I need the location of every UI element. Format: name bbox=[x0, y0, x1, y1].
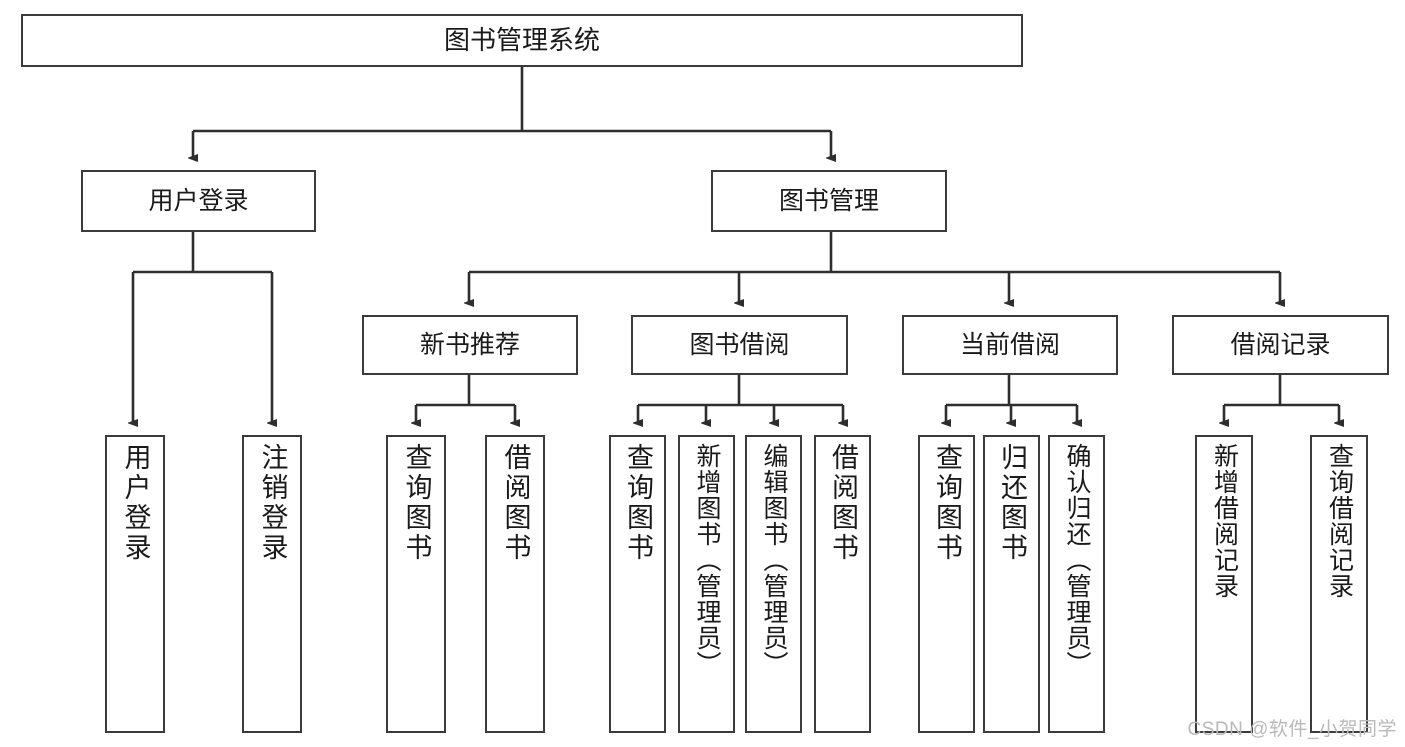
node-leaf-query-borrow-record[interactable]: 查询借阅记录 bbox=[1310, 435, 1368, 733]
node-leaf-add-borrow-record[interactable]: 新增借阅记录 bbox=[1195, 435, 1253, 733]
node-label: 用户登录 bbox=[148, 187, 249, 215]
node-leaf-query-book-recommend[interactable]: 查询图书 bbox=[386, 435, 446, 733]
node-leaf-logout[interactable]: 注销登录 bbox=[242, 435, 302, 733]
node-label: 注销登录 bbox=[257, 443, 288, 563]
watermark-text: CSDN @软件_小贺同学 bbox=[1187, 719, 1397, 740]
node-label: 图书借阅 bbox=[689, 331, 790, 359]
node-label: 查询图书 bbox=[623, 443, 653, 563]
node-label: 新增图书（管理员） bbox=[693, 443, 721, 677]
node-label: 图书管理系统 bbox=[443, 24, 600, 55]
node-label: 当前借阅 bbox=[959, 331, 1060, 359]
node-book-management[interactable]: 图书管理 bbox=[711, 170, 947, 232]
node-user-login[interactable]: 用户登录 bbox=[81, 170, 316, 232]
node-label: 新增借阅记录 bbox=[1210, 443, 1239, 599]
node-leaf-return-book[interactable]: 归还图书 bbox=[983, 435, 1040, 733]
node-label: 归还图书 bbox=[997, 443, 1027, 563]
node-label: 借阅图书 bbox=[828, 443, 858, 563]
node-label: 查询借阅记录 bbox=[1325, 443, 1354, 599]
node-label: 编辑图书（管理员） bbox=[760, 443, 788, 677]
node-leaf-user-login[interactable]: 用户登录 bbox=[105, 435, 165, 733]
node-leaf-borrow-book-recommend[interactable]: 借阅图书 bbox=[485, 435, 545, 733]
node-leaf-borrow-book[interactable]: 借阅图书 bbox=[814, 435, 871, 733]
node-label: 确认归还（管理员） bbox=[1063, 443, 1091, 677]
node-label: 新书推荐 bbox=[419, 331, 520, 359]
node-book-borrow[interactable]: 图书借阅 bbox=[631, 315, 848, 375]
node-leaf-edit-book-admin[interactable]: 编辑图书（管理员） bbox=[745, 435, 802, 733]
node-leaf-confirm-return-admin[interactable]: 确认归还（管理员） bbox=[1048, 435, 1105, 733]
node-leaf-query-book-current[interactable]: 查询图书 bbox=[918, 435, 975, 733]
node-label: 查询图书 bbox=[401, 443, 432, 563]
node-label: 借阅记录 bbox=[1230, 331, 1331, 359]
node-leaf-query-book-borrow[interactable]: 查询图书 bbox=[609, 435, 666, 733]
node-label: 用户登录 bbox=[120, 443, 151, 563]
node-label: 借阅图书 bbox=[500, 443, 531, 563]
node-root-system[interactable]: 图书管理系统 bbox=[21, 14, 1023, 67]
node-new-book-recommend[interactable]: 新书推荐 bbox=[362, 315, 578, 375]
node-current-borrow[interactable]: 当前借阅 bbox=[902, 315, 1118, 375]
node-borrow-record[interactable]: 借阅记录 bbox=[1172, 315, 1389, 375]
node-label: 图书管理 bbox=[778, 187, 879, 215]
node-label: 查询图书 bbox=[932, 443, 962, 563]
node-leaf-add-book-admin[interactable]: 新增图书（管理员） bbox=[678, 435, 735, 733]
